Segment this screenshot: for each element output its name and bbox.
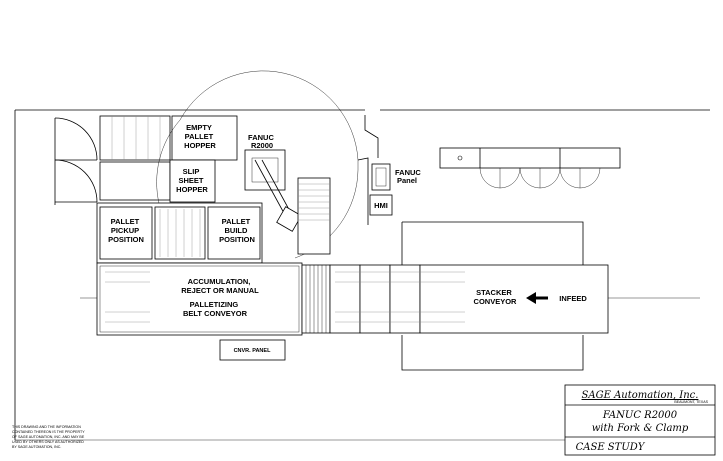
conveyor-panel-label: CNVR. PANEL	[234, 348, 272, 354]
roller-transfer	[301, 264, 331, 334]
stacker-section-3	[389, 264, 421, 334]
pallet-pickup-label: PALLET PICKUP POSITION	[108, 217, 144, 244]
guard-doors-right	[439, 147, 621, 189]
infeed-label: INFEED	[559, 294, 587, 303]
pallet-build-position	[207, 206, 261, 260]
pallet-build-label: PALLET BUILD POSITION	[219, 217, 255, 244]
stacker-conveyor	[419, 264, 609, 334]
stacker-guard-top	[402, 221, 584, 265]
hmi-label: HMI	[374, 201, 388, 210]
roller-lines	[305, 265, 327, 333]
conveyor-panel	[219, 339, 286, 361]
fanuc-robot-label: FANUC R2000	[248, 133, 276, 150]
empty-pallet-hopper	[99, 115, 238, 161]
fanuc-panel	[371, 163, 391, 191]
fanuc-panel-label: FANUC Panel	[395, 168, 423, 185]
fanuc-robot	[244, 149, 302, 232]
company-location: BEAUMONT, TEXAS	[674, 400, 708, 404]
drawing-title-line2: with Fork & Clamp	[592, 423, 689, 434]
pallet-middle	[154, 206, 206, 260]
stacker-conveyor-label: STACKER CONVEYOR	[474, 288, 518, 306]
drawing-subtitle: CASE STUDY	[576, 442, 646, 453]
infeed-arrow-icon	[526, 292, 548, 304]
empty-pallet-hopper-label: EMPTY PALLET HOPPER	[184, 123, 216, 150]
accumulation-label: ACCUMULATION, REJECT OR MANUAL	[181, 277, 259, 295]
palletizing-belt-conveyor	[96, 262, 303, 336]
stacker-section-1	[329, 264, 361, 334]
pallet-slats	[159, 209, 201, 257]
slip-sheet-hopper-label: SLIP SHEET HOPPER	[176, 167, 208, 194]
hmi-panel	[369, 194, 393, 216]
slip-sheet-area	[99, 161, 171, 201]
fence-line	[364, 115, 379, 158]
stacker-guard-bottom	[401, 335, 584, 371]
slip-sheet-hopper	[169, 159, 216, 203]
fence-line-2	[357, 157, 369, 225]
robot-reach-arc	[179, 70, 359, 259]
palletizing-conveyor-label: PALLETIZING BELT CONVEYOR	[183, 300, 248, 318]
stair-platform	[297, 177, 331, 255]
proprietary-note: THIS DRAWING AND THE INFORMATION CONTAIN…	[12, 425, 86, 449]
drawing-title-line1: FANUC R2000	[602, 410, 678, 421]
stacker-product-marks	[335, 271, 465, 323]
safety-doors-left	[54, 117, 98, 205]
pallet-pickup-position	[99, 206, 153, 260]
title-block	[564, 384, 716, 456]
stacker-section-2	[359, 264, 391, 334]
conveyor-product-marks	[105, 271, 150, 323]
company-name: SAGE Automation, Inc.	[582, 390, 699, 401]
